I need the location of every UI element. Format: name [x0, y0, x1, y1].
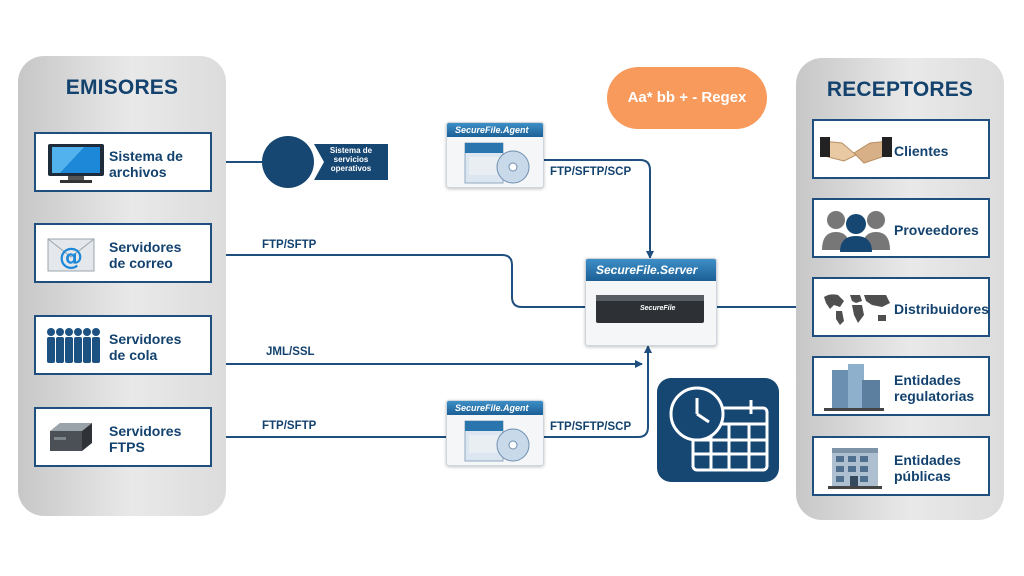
receptor-publicas-line1: Entidades	[894, 452, 961, 468]
proto-mail: FTP/SFTP	[262, 239, 317, 251]
receptor-entidades-publicas: Entidades públicas	[812, 436, 990, 496]
server-device-label: SecureFile	[640, 305, 676, 312]
securefile-agent-top: SecureFile.Agent	[446, 122, 544, 188]
emisores-title: EMISORES	[65, 76, 179, 99]
receptor-publicas-line2: públicas	[894, 468, 951, 484]
emisor-servidores-correo: @ Servidores de correo	[34, 223, 212, 283]
receptores-title: RECEPTORES	[826, 78, 974, 101]
receptor-proveedores-label: Proveedores	[894, 222, 979, 238]
emisor-correo-line2: de correo	[109, 255, 173, 271]
emisor-correo-line1: Servidores	[109, 239, 182, 255]
services-label: Sistema de servicios operativos	[314, 144, 388, 180]
receptor-distribuidores-label: Distribuidores	[894, 301, 989, 317]
queue-people-icon	[44, 325, 104, 372]
services-circle	[262, 136, 314, 188]
scheduler-tile	[657, 378, 779, 482]
agent-top-banner: SecureFile.Agent	[447, 123, 543, 137]
email-icon: @	[46, 235, 96, 280]
world-map-icon	[820, 291, 892, 332]
monitor-icon	[44, 142, 108, 189]
line-agent-top	[543, 159, 654, 259]
emisor-servidores-cola: Servidores de cola	[34, 315, 212, 375]
server-banner: SecureFile.Server	[586, 259, 716, 281]
receptor-regulatorias-line2: regulatorias	[894, 388, 975, 404]
software-box-icon	[459, 419, 533, 465]
receptor-regulatorias-line1: Entidades	[894, 372, 961, 388]
proto-agent-bottom: FTP/SFTP/SCP	[550, 421, 632, 433]
regex-badge: Aa* bb + - Regex	[607, 67, 767, 129]
proto-queue: JML/SSL	[266, 346, 315, 358]
office-building-icon	[826, 444, 884, 495]
emisor-archivos-line1: Sistema de	[109, 148, 183, 164]
software-box-icon	[459, 141, 533, 187]
receptor-clientes-label: Clientes	[894, 143, 949, 159]
securefile-agent-bottom: SecureFile.Agent	[446, 400, 544, 466]
buildings-icon	[822, 362, 886, 417]
receptor-proveedores: Proveedores	[812, 198, 990, 258]
clock-calendar-icon	[665, 384, 773, 481]
svg-text:@: @	[59, 243, 83, 271]
server-icon	[46, 421, 96, 462]
people-icon	[820, 206, 892, 257]
services-line1: Sistema de	[329, 146, 373, 155]
services-line2: servicios	[333, 155, 369, 164]
emisor-archivos-line2: archivos	[109, 164, 167, 180]
securefile-server: SecureFile.Server SecureFile	[585, 258, 717, 346]
emisor-cola-line2: de cola	[109, 347, 158, 363]
emisor-ftps-line2: FTPS	[109, 439, 145, 455]
receptor-entidades-regulatorias: Entidades regulatorias	[812, 356, 990, 416]
agent-bottom-banner: SecureFile.Agent	[447, 401, 543, 415]
proto-agent-top: FTP/SFTP/SCP	[550, 166, 632, 178]
line-correo	[211, 251, 585, 308]
line-agent-bottom	[543, 345, 652, 438]
handshake-icon	[820, 133, 892, 174]
services-line3: operativos	[330, 164, 372, 173]
proto-ftps: FTP/SFTP	[262, 420, 317, 432]
receptor-clientes: Clientes	[812, 119, 990, 179]
emisor-servidores-ftps: Servidores FTPS	[34, 407, 212, 467]
emisor-cola-line1: Servidores	[109, 331, 182, 347]
emisor-sistema-archivos: Sistema de archivos	[34, 132, 212, 192]
emisor-ftps-line1: Servidores	[109, 423, 182, 439]
receptor-distribuidores: Distribuidores	[812, 277, 990, 337]
server-appliance: SecureFile	[596, 295, 704, 323]
